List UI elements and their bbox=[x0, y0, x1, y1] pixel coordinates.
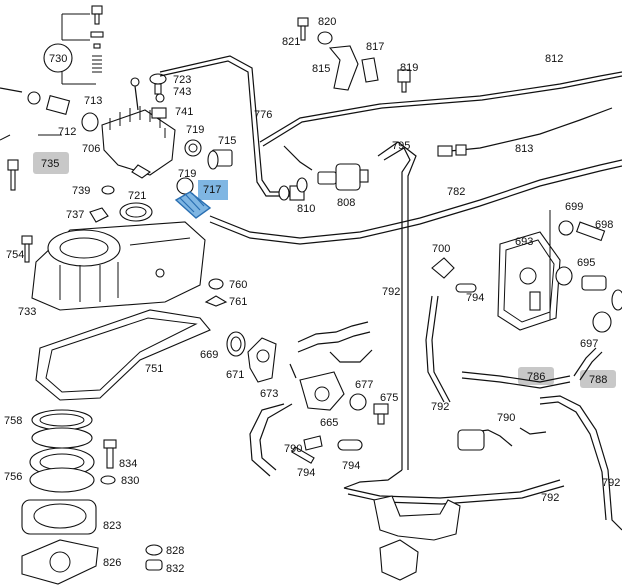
label-721: 721 bbox=[128, 190, 146, 202]
label-782: 782 bbox=[447, 186, 465, 198]
label-699: 699 bbox=[565, 201, 583, 213]
label-792-a: 792 bbox=[382, 286, 400, 298]
label-790-a: 790 bbox=[284, 443, 302, 455]
label-675: 675 bbox=[380, 392, 398, 404]
label-828: 828 bbox=[166, 545, 184, 557]
label-719-top: 719 bbox=[186, 124, 204, 136]
label-671: 671 bbox=[226, 369, 244, 381]
label-756: 756 bbox=[4, 471, 22, 483]
part-751-gasket bbox=[35, 309, 211, 401]
part-717-fitting bbox=[174, 191, 212, 219]
label-719-low: 719 bbox=[178, 168, 196, 180]
label-730: 730 bbox=[49, 53, 67, 65]
part-712-713 bbox=[0, 87, 99, 141]
label-761: 761 bbox=[229, 296, 247, 308]
highlight-735 bbox=[33, 152, 69, 174]
label-717: 717 bbox=[203, 184, 221, 196]
label-826: 826 bbox=[103, 557, 121, 569]
label-792-c: 792 bbox=[541, 492, 559, 504]
label-790-b: 790 bbox=[497, 412, 515, 424]
label-815: 815 bbox=[312, 63, 330, 75]
label-810: 810 bbox=[297, 203, 315, 215]
label-751: 751 bbox=[145, 363, 163, 375]
label-760: 760 bbox=[229, 279, 247, 291]
label-830: 830 bbox=[121, 475, 139, 487]
label-693: 693 bbox=[515, 236, 533, 248]
label-812: 812 bbox=[545, 53, 563, 65]
label-743: 743 bbox=[173, 86, 191, 98]
label-794-a: 794 bbox=[466, 292, 484, 304]
label-673: 673 bbox=[260, 388, 278, 400]
label-733: 733 bbox=[18, 306, 36, 318]
highlight-788 bbox=[580, 370, 616, 388]
label-786: 786 bbox=[527, 371, 545, 383]
label-665: 665 bbox=[320, 417, 338, 429]
label-821: 821 bbox=[282, 36, 300, 48]
label-669: 669 bbox=[200, 349, 218, 361]
part-733-housing bbox=[31, 221, 206, 311]
label-794-b: 794 bbox=[342, 460, 360, 472]
highlight-717 bbox=[198, 180, 228, 200]
label-832: 832 bbox=[166, 563, 184, 575]
label-792-d: 792 bbox=[602, 477, 620, 489]
label-823: 823 bbox=[103, 520, 121, 532]
label-794-c: 794 bbox=[297, 467, 315, 479]
label-737: 737 bbox=[66, 209, 84, 221]
label-698: 698 bbox=[595, 219, 613, 231]
label-697: 697 bbox=[580, 338, 598, 350]
label-677: 677 bbox=[355, 379, 373, 391]
label-817: 817 bbox=[366, 41, 384, 53]
part-706-distributor bbox=[101, 73, 176, 179]
label-739: 739 bbox=[72, 185, 90, 197]
label-819: 819 bbox=[400, 62, 418, 74]
label-700: 700 bbox=[432, 243, 450, 255]
label-715: 715 bbox=[218, 135, 236, 147]
label-788: 788 bbox=[589, 374, 607, 386]
label-735: 735 bbox=[41, 158, 59, 170]
label-758: 758 bbox=[4, 415, 22, 427]
label-695: 695 bbox=[577, 257, 595, 269]
label-706: 706 bbox=[82, 143, 100, 155]
label-792-b: 792 bbox=[431, 401, 449, 413]
label-820: 820 bbox=[318, 16, 336, 28]
label-808: 808 bbox=[337, 197, 355, 209]
label-813: 813 bbox=[515, 143, 533, 155]
label-795: 795 bbox=[392, 140, 410, 152]
part-730-group bbox=[43, 5, 104, 85]
label-834: 834 bbox=[119, 458, 137, 470]
label-741: 741 bbox=[175, 106, 193, 118]
label-712: 712 bbox=[58, 126, 76, 138]
label-713: 713 bbox=[84, 95, 102, 107]
label-776: 776 bbox=[254, 109, 272, 121]
label-754: 754 bbox=[6, 249, 24, 261]
label-723: 723 bbox=[173, 74, 191, 86]
